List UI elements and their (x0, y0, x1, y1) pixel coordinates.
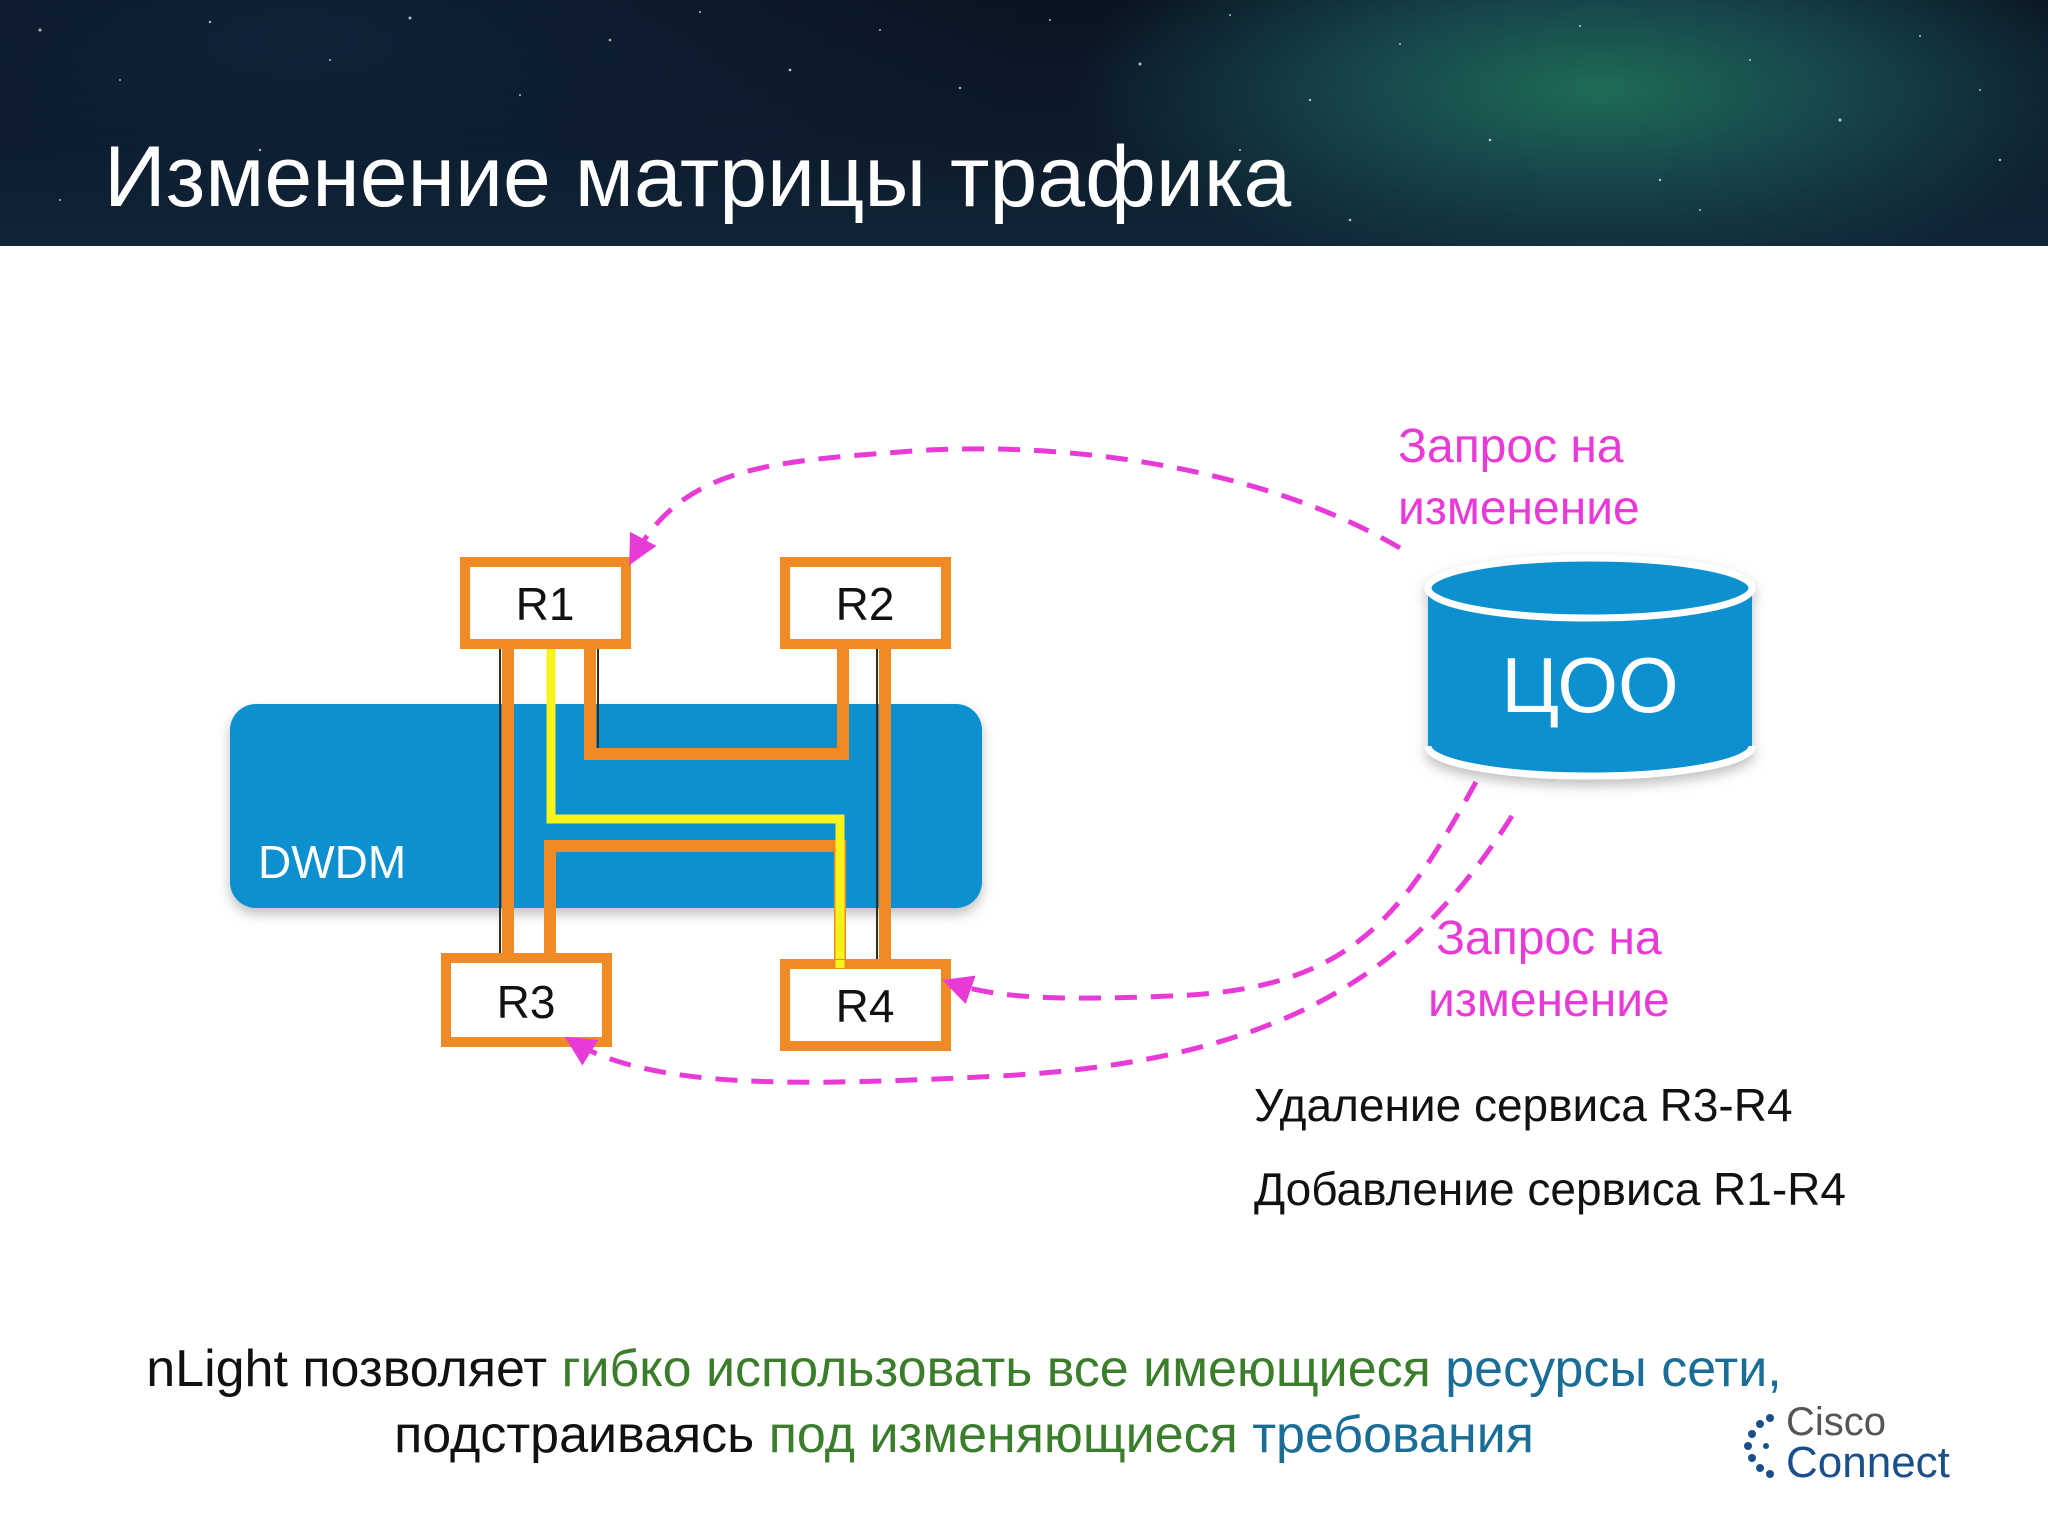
cisco-dots-icon (1744, 1414, 1774, 1478)
request-label-top-line1: Запрос на (1398, 420, 1624, 473)
footer-line-1: nLight позволяет гибко использовать все … (0, 1336, 1988, 1402)
footer-line1-segment-1: nLight позволяет (146, 1340, 562, 1398)
router-r4-label: R4 (836, 980, 895, 1032)
router-r2-label: R2 (836, 578, 895, 630)
controller-database (1424, 554, 1756, 780)
request-arrow-to-r3 (564, 814, 1515, 1085)
cisco-connect-logo: Cisco Connect (1740, 1400, 1950, 1487)
footer-line2-segment-1: подстраиваясь (394, 1406, 769, 1464)
router-r3 (441, 953, 612, 1047)
fiber-lines (499, 646, 878, 962)
router-r2 (780, 557, 951, 649)
footer-line2-segment-2: под изменяющиеся (768, 1406, 1253, 1464)
request-label-top: Запрос на изменение (1398, 416, 1640, 540)
controller-label: ЦОО (1501, 641, 1678, 729)
footer-line-2: подстраиваясь под изменяющиеся требовани… (0, 1402, 1988, 1468)
footer-line1-segment-2: гибко использовать все имеющиеся (561, 1340, 1446, 1398)
footer-line1-segment-3: ресурсы сети, (1445, 1340, 1782, 1398)
request-label-bottom-line1: Запрос на (1436, 912, 1662, 965)
action-remove-service: Удаление сервиса R3-R4 (1254, 1079, 1793, 1131)
request-arrow-to-r1 (629, 446, 1402, 566)
dwdm-label: DWDM (258, 836, 406, 888)
request-arrow-to-r4 (942, 780, 1479, 1005)
logo-text-connect: Connect (1786, 1438, 1950, 1487)
request-label-bottom: Запрос на изменение (1428, 908, 1670, 1032)
request-label-bottom-line2: изменение (1428, 974, 1670, 1027)
action-add-service: Добавление сервиса R1-R4 (1254, 1163, 1846, 1215)
router-r1-label: R1 (516, 578, 575, 630)
router-r4 (780, 959, 951, 1051)
starfield-background (38, 11, 2002, 222)
title-banner: Изменение матрицы трафика (0, 0, 2048, 246)
logo-text-cisco: Cisco (1786, 1400, 1887, 1444)
new-service-path-r1-r4 (546, 648, 845, 966)
request-label-top-line2: изменение (1398, 482, 1640, 535)
router-r3-label: R3 (497, 976, 556, 1028)
router-r1 (460, 557, 631, 649)
network-diagram: R1 R2 R3 R4 DWDM ЦОО (230, 446, 1756, 1085)
slide-title: Изменение матрицы трафика (104, 129, 1292, 225)
footer-line2-segment-3: требования (1252, 1406, 1534, 1464)
